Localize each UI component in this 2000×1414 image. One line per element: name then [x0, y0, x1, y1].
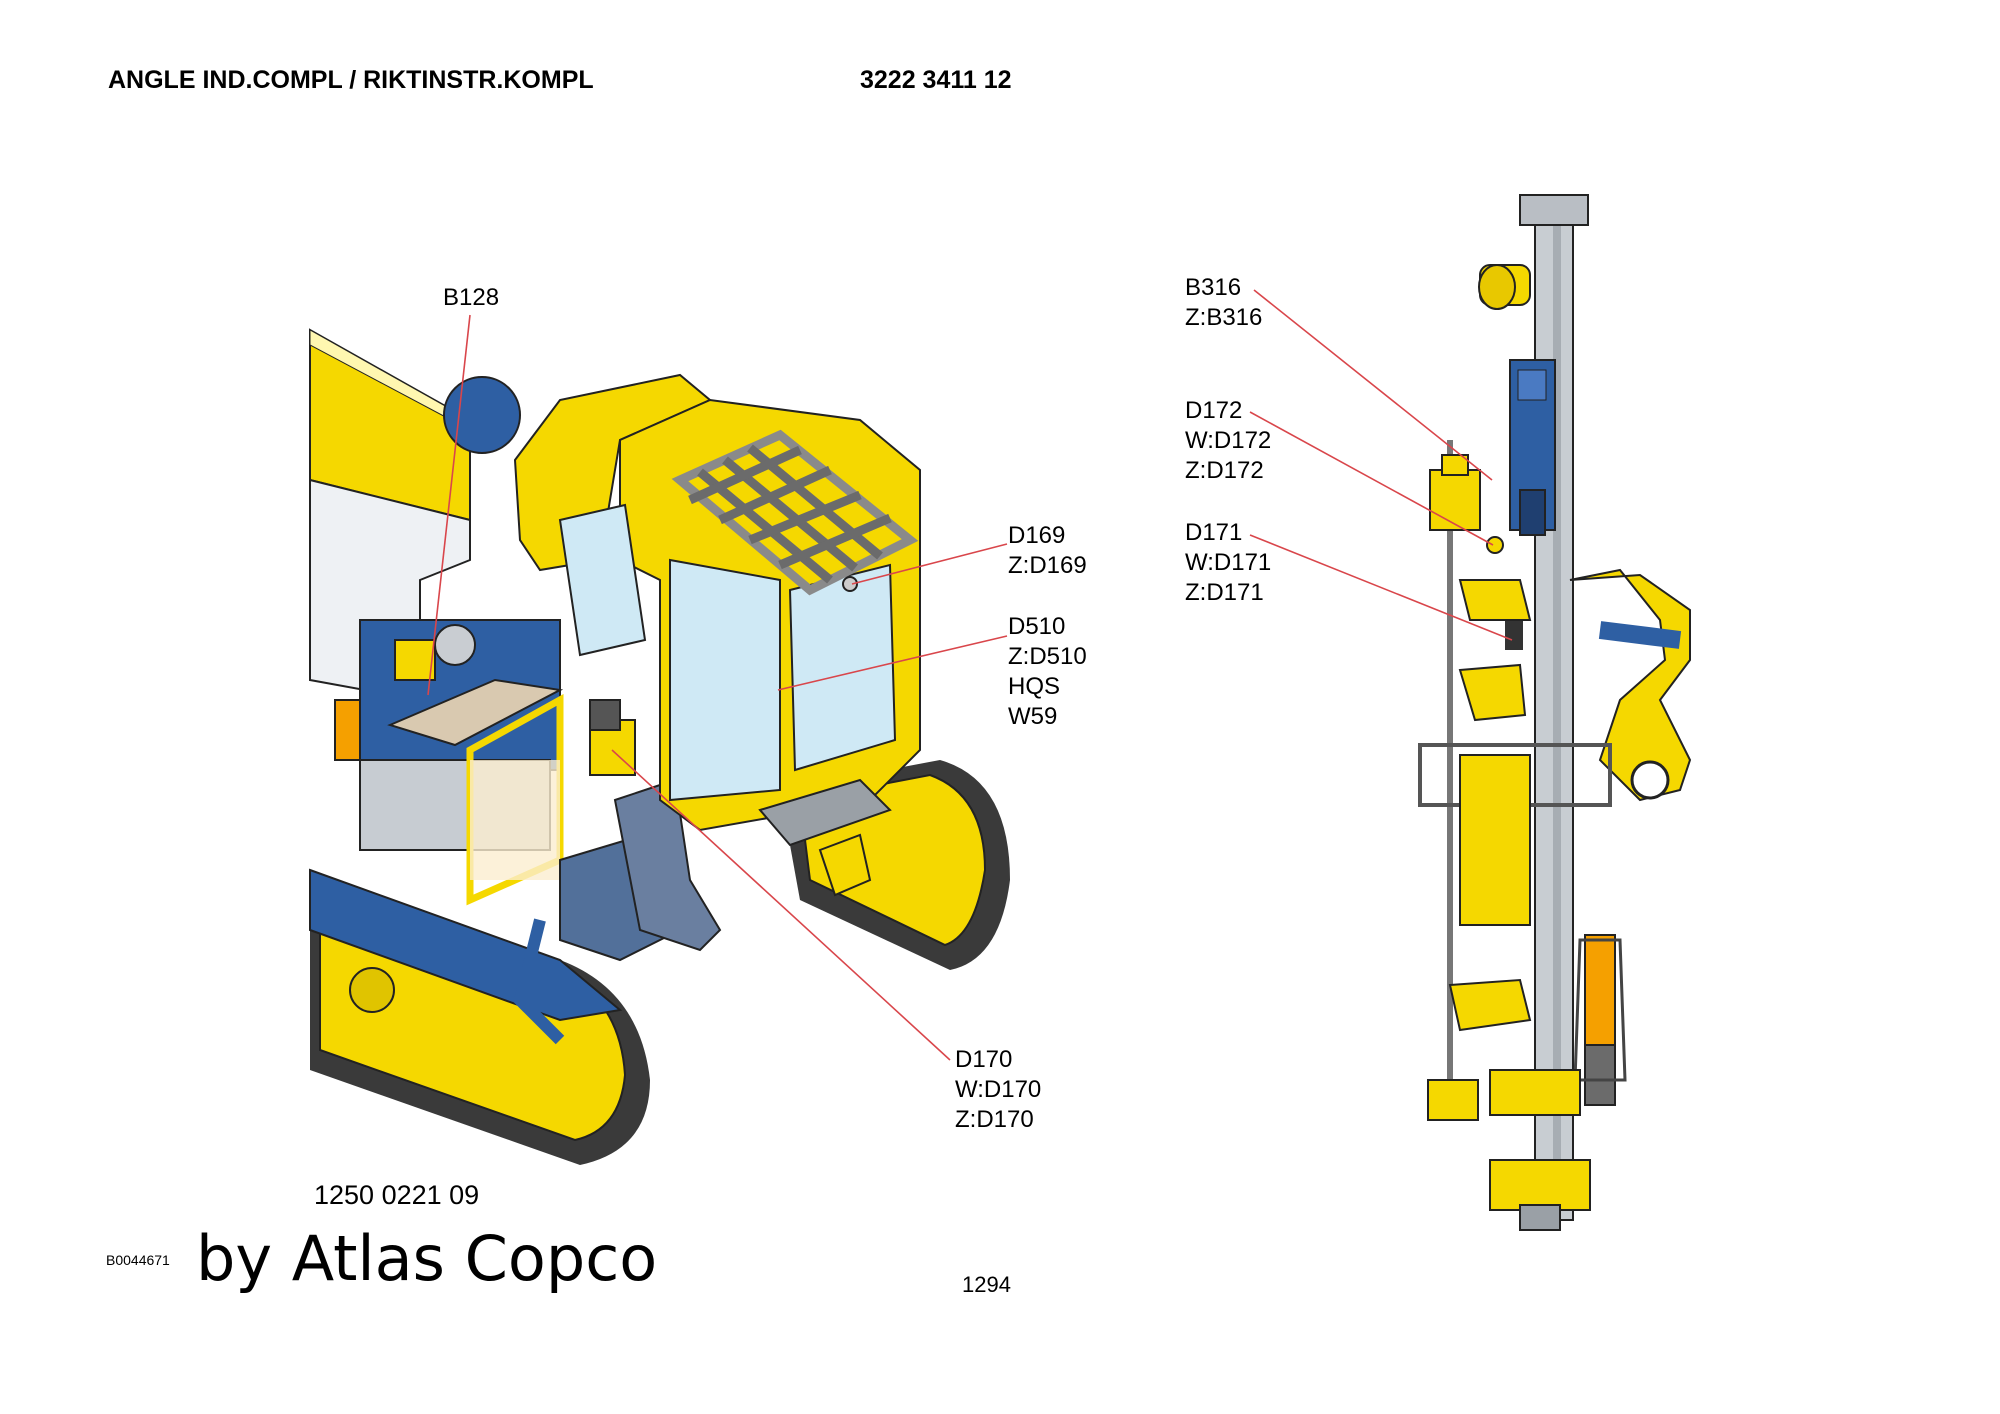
- rod-support: [1448, 978, 1532, 1032]
- sensor-b316: [1429, 469, 1481, 531]
- leader-d171: [1249, 534, 1513, 641]
- callout-d171-line-3: Z:D171: [1185, 579, 1264, 606]
- feed-cylinder: [1584, 934, 1616, 1056]
- callout-d171-line-2: W:D171: [1185, 549, 1272, 576]
- page-number: 1294: [962, 1272, 1011, 1297]
- bottom-centralizer: [1427, 1079, 1479, 1121]
- cab-front-window: [788, 563, 897, 772]
- track-roller: [349, 967, 395, 1013]
- callout-d171: D171 W:D171 Z:D171: [1185, 518, 1271, 608]
- callout-d172-line-3: Z:D172: [1185, 457, 1264, 484]
- leader-d172: [1249, 411, 1494, 546]
- leader-d510: [777, 635, 1008, 691]
- service-platform: [387, 678, 564, 747]
- drawing-number: 1250 0221 09: [314, 1180, 480, 1210]
- callout-d172-line-1: D172: [1185, 397, 1243, 424]
- callout-b316: B316 Z:B316: [1185, 273, 1262, 333]
- hydraulic-tank: [1459, 754, 1531, 926]
- callout-d510-line-4: W59: [1008, 703, 1058, 730]
- leader-b316: [1253, 289, 1493, 481]
- image-code: B0044671: [106, 1252, 170, 1268]
- callout-d170: D170 W:D170 Z:D170: [955, 1045, 1041, 1135]
- leader-d170: [611, 749, 951, 1061]
- cab-door-glass: [669, 558, 781, 802]
- cab-step: [758, 778, 892, 847]
- part-number: 3222 3411 12: [860, 66, 1012, 94]
- callout-d170-line-1: D170: [955, 1046, 1013, 1073]
- drill-steel-support: [1489, 1159, 1591, 1211]
- tilt-cylinder: [1598, 621, 1682, 649]
- lower-guide: [1489, 1069, 1581, 1116]
- callout-b128: B128: [443, 283, 499, 313]
- sensor-d172: [1486, 536, 1504, 554]
- callout-d172: D172 W:D172 Z:D172: [1185, 396, 1271, 486]
- engine-bay-panel: [309, 478, 471, 702]
- callout-d510-line-2: Z:D510: [1008, 643, 1087, 670]
- sensor-d171: [1505, 620, 1523, 650]
- callout-b316-line-2: Z:B316: [1185, 304, 1263, 331]
- chassis-beam: [309, 868, 623, 1022]
- callout-d169-line-1: D169: [1008, 522, 1066, 549]
- sensor-d169: [842, 576, 858, 592]
- leader-lines: [427, 289, 1513, 1061]
- callout-d510-line-1: D510: [1008, 613, 1066, 640]
- callout-d169-line-2: Z:D169: [1008, 552, 1087, 579]
- boom-cylinder: [513, 918, 565, 1045]
- leader-d169: [851, 543, 1008, 585]
- cab-side-window: [558, 503, 647, 657]
- fan-wheel: [443, 376, 521, 454]
- callout-d169: D169 Z:D169: [1008, 521, 1087, 581]
- callout-d170-line-2: W:D170: [955, 1076, 1042, 1103]
- leader-b128: [427, 314, 471, 696]
- callout-d510: D510 Z:D510 HQS W59: [1008, 612, 1087, 732]
- feed-mast-drawing: [1418, 194, 1692, 1231]
- callout-b316-line-1: B316: [1185, 274, 1242, 301]
- callout-b128-line: B128: [443, 284, 500, 311]
- roof-guard: [671, 429, 919, 596]
- callout-d510-line-3: HQS: [1008, 673, 1061, 700]
- mast-top-cap: [1519, 194, 1589, 226]
- page-title: ANGLE IND.COMPL / RIKTINSTR.KOMPL: [108, 66, 594, 94]
- callout-d172-line-2: W:D172: [1185, 427, 1272, 454]
- rig-body-drawing: [309, 328, 1010, 1165]
- watermark: by Atlas Copco: [196, 1222, 658, 1295]
- feed-holder-arm: [1569, 568, 1692, 802]
- callout-d171-line-1: D171: [1185, 519, 1243, 546]
- callout-d170-line-3: Z:D170: [955, 1106, 1034, 1133]
